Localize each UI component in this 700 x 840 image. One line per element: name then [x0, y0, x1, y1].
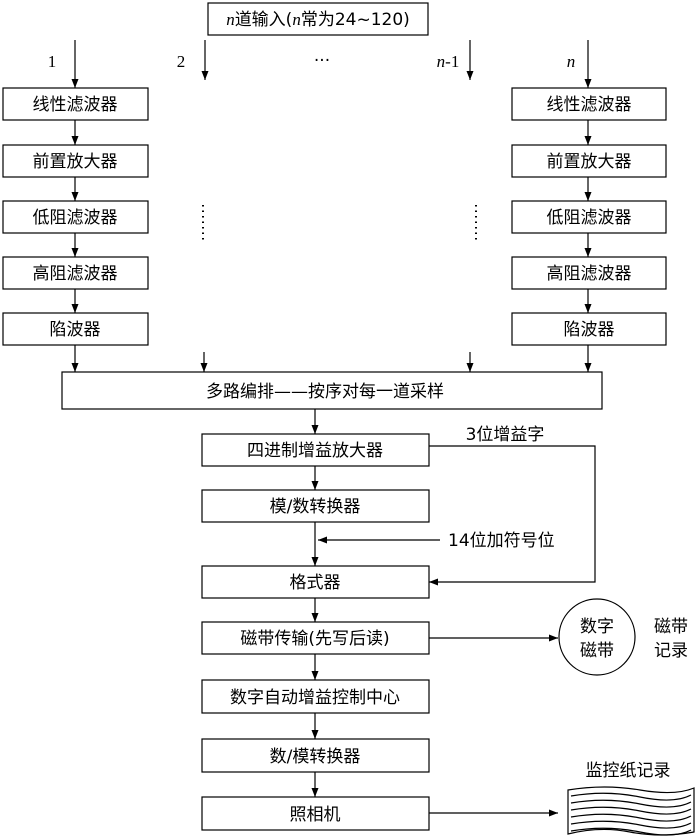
channel-2-label: 2 — [177, 52, 186, 71]
left-linear-filter-label: 线性滤波器 — [33, 95, 118, 115]
digital-tape-line2: 磁带 — [580, 641, 614, 661]
monitor-record-label: 监控纸记录 — [586, 761, 671, 781]
right-linear-filter-label: 线性滤波器 — [547, 95, 632, 115]
sign-bits-label: 14位加符号位 — [448, 531, 555, 551]
formatter-label: 格式器 — [290, 573, 341, 593]
left-notch-filter-label: 陷波器 — [50, 320, 101, 340]
input-label: n道输入(n常为24~120) — [226, 10, 410, 30]
tape-record-line1: 磁带 — [654, 617, 688, 637]
amp-label: 四进制增益放大器 — [247, 441, 383, 461]
left-lowcut-filter-label: 低阻滤波器 — [33, 208, 118, 228]
paper-record-icon — [567, 786, 695, 836]
adc-box — [201, 489, 430, 523]
channel-1-label: 1 — [48, 52, 57, 71]
gain-word-loop — [429, 445, 596, 583]
agc-label: 数字自动增益控制中心 — [230, 688, 400, 708]
dac-label: 数/模转换器 — [270, 747, 361, 767]
right-notch-filter-label: 陷波器 — [564, 320, 615, 340]
camera-box — [201, 796, 430, 831]
tape-record-line2: 记录 — [654, 641, 688, 661]
agc-box — [201, 679, 430, 714]
multiplexer-label: 多路编排——按序对每一道采样 — [206, 382, 444, 402]
right-channel-chain: 线性滤波器 前置放大器 低阻滤波器 高阻滤波器 陷波器 — [511, 87, 667, 372]
dac-box — [201, 738, 430, 773]
multiplexer-box — [61, 371, 603, 410]
channel-n-minus-1-label: n-1 — [437, 52, 460, 71]
right-preamp-label: 前置放大器 — [547, 152, 632, 172]
adc-label: 模/数转换器 — [270, 497, 361, 517]
digital-tape-circle — [558, 598, 636, 676]
right-highcut-filter-label: 高阻滤波器 — [547, 264, 632, 284]
tape-transport-box — [201, 621, 430, 655]
digital-tape-line1: 数字 — [580, 617, 614, 637]
camera-label: 照相机 — [290, 805, 341, 825]
left-channel-chain: 线性滤波器 前置放大器 低阻滤波器 高阻滤波器 陷波器 — [2, 87, 149, 372]
tape-transport-label: 磁带传输(先写后读) — [240, 629, 389, 649]
gain-word-label: 3位增益字 — [466, 425, 545, 445]
channel-ellipsis: ··· — [314, 51, 330, 71]
left-highcut-filter-label: 高阻滤波器 — [33, 264, 118, 284]
right-lowcut-filter-label: 低阻滤波器 — [547, 208, 632, 228]
left-preamp-label: 前置放大器 — [33, 152, 118, 172]
formatter-box — [201, 565, 430, 599]
channel-n-label: n — [567, 52, 576, 71]
input-box: n道输入(n常为24~120) — [207, 2, 429, 36]
